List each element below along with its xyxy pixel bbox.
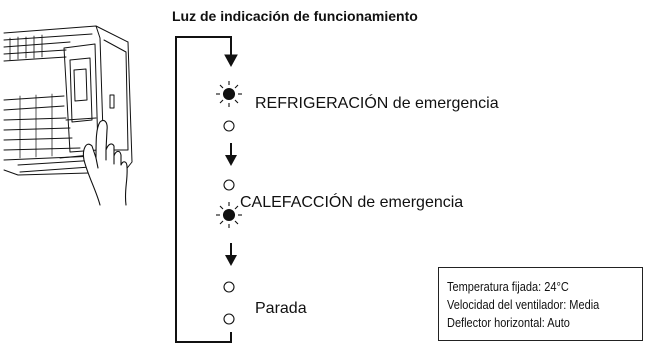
hand-icon (82, 119, 128, 206)
arrow-down-icon (225, 143, 237, 166)
setting-temperature: Temperatura fijada: 24°C (447, 280, 569, 294)
mode-label-emergency-cooling: REFRIGERACIÓN de emergencia (255, 95, 499, 112)
diagram-title: Luz de indicación de funcionamiento (172, 8, 418, 24)
mode-label-stop: Parada (255, 300, 307, 317)
lamp-off-icon (223, 179, 235, 191)
flow-bracket (175, 36, 232, 343)
settings-box: Temperatura fijada: 24°C Velocidad del v… (438, 267, 643, 341)
arrow-down-icon (225, 243, 237, 266)
setting-vane: Deflector horizontal: Auto (447, 316, 570, 330)
lamp-off-icon (223, 120, 235, 132)
mode-label-emergency-heating: CALEFACCIÓN de emergencia (240, 194, 464, 211)
lamp-lit-icon (216, 81, 242, 107)
setting-fan-speed: Velocidad del ventilador: Media (447, 298, 600, 312)
lamp-off-icon (223, 313, 235, 325)
lamp-lit-icon (216, 202, 242, 228)
arrow-down-icon (224, 54, 238, 68)
air-conditioner-illustration (3, 25, 133, 176)
lamp-off-icon (223, 281, 235, 293)
